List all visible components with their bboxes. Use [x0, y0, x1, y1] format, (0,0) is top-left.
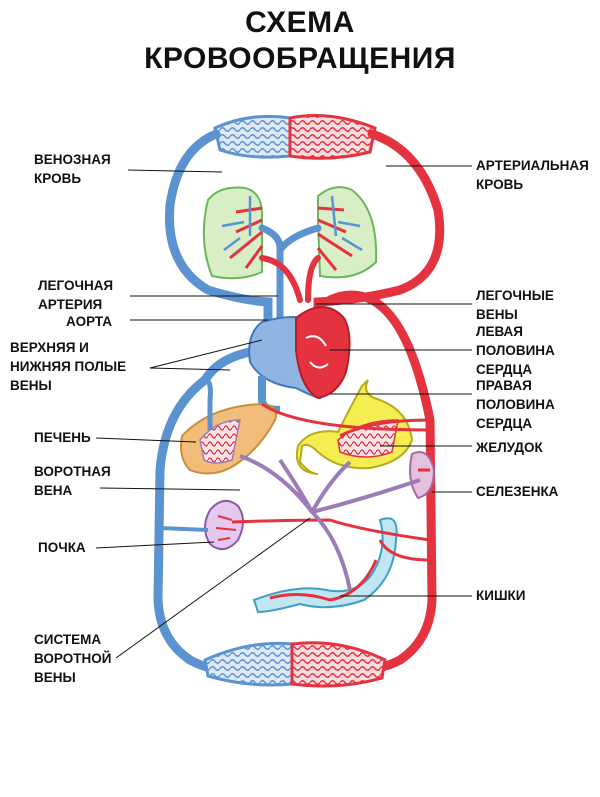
label-portal-system-line-2: ВОРОТНОЙ — [34, 651, 112, 666]
intestines — [252, 517, 398, 614]
diagram-title-line-2: КРОВООБРАЩЕНИЯ — [144, 42, 456, 75]
label-left-heart-line-1: ЛЕВАЯ — [476, 324, 524, 339]
label-venous-blood-line-1: ВЕНОЗНАЯ — [34, 152, 111, 167]
label-venae-cavae-line-1: ВЕРХНЯЯ И — [10, 340, 89, 355]
label-arterial-blood: АРТЕРИАЛЬНАЯ КРОВЬ — [476, 156, 589, 194]
label-portal-vein-line-2: ВЕНА — [34, 483, 73, 498]
pulmonary-veins — [259, 255, 321, 303]
diagram-title-line-1: СХЕМА — [245, 6, 355, 39]
label-kidney-line-1: ПОЧКА — [38, 540, 86, 555]
label-venae-cavae-line-2: НИЖНЯЯ ПОЛЫЕ — [10, 359, 127, 374]
systemic-capillary-bed — [203, 641, 387, 688]
label-venae-cavae-line-3: ВЕНЫ — [10, 378, 52, 393]
label-left-heart-line-3: СЕРДЦА — [476, 362, 533, 377]
label-arterial-blood-line-1: АРТЕРИАЛЬНАЯ — [476, 158, 589, 173]
label-pulmonary-veins-line-1: ЛЕГОЧНЫЕ — [476, 288, 554, 303]
label-liver-line-1: ПЕЧЕНЬ — [34, 430, 91, 445]
label-intestines-line-1: КИШКИ — [476, 588, 526, 603]
label-pulmonary-artery: ЛЕГОЧНАЯ АРТЕРИЯ — [38, 276, 113, 314]
spleen — [409, 451, 436, 500]
label-right-heart-line-2: ПОЛОВИНА — [476, 397, 555, 412]
label-left-heart: ЛЕВАЯ ПОЛОВИНА СЕРДЦА — [476, 322, 555, 379]
label-portal-vein-line-1: ВОРОТНАЯ — [34, 464, 111, 479]
right-lung — [316, 186, 378, 279]
label-spleen-line-1: СЕЛЕЗЕНКА — [476, 484, 559, 499]
label-venae-cavae: ВЕРХНЯЯ И НИЖНЯЯ ПОЛЫЕ ВЕНЫ — [10, 338, 126, 395]
kidney — [204, 499, 244, 551]
label-aorta: АОРТА — [66, 312, 112, 331]
label-pulmonary-veins: ЛЕГОЧНЫЕ ВЕНЫ — [476, 286, 554, 324]
left-lung — [202, 186, 264, 280]
label-pulmonary-artery-line-2: АРТЕРИЯ — [38, 297, 103, 312]
label-pulmonary-artery-line-1: ЛЕГОЧНАЯ — [38, 278, 114, 293]
pulmonary-capillary-bed — [213, 114, 377, 160]
label-arterial-blood-line-2: КРОВЬ — [476, 177, 524, 192]
label-stomach-line-1: ЖЕЛУДОК — [476, 440, 543, 455]
heart — [248, 306, 351, 414]
visceral-arteries — [231, 402, 431, 562]
systemic-venous-loop — [153, 345, 267, 673]
label-liver: ПЕЧЕНЬ — [34, 428, 91, 447]
label-stomach: ЖЕЛУДОК — [476, 438, 543, 457]
label-portal-system-line-1: СИСТЕМА — [34, 632, 102, 647]
label-portal-system: СИСТЕМА ВОРОТНОЙ ВЕНЫ — [34, 630, 111, 687]
label-venous-blood-line-2: КРОВЬ — [34, 171, 82, 186]
label-aorta-line-1: АОРТА — [66, 314, 113, 329]
label-right-heart-line-3: СЕРДЦА — [476, 416, 533, 431]
label-intestines: КИШКИ — [476, 586, 525, 605]
left-heart-half — [295, 306, 351, 400]
label-kidney: ПОЧКА — [38, 538, 86, 557]
label-portal-system-line-3: ВЕНЫ — [34, 670, 76, 685]
pulmonary-artery-trunk — [258, 224, 322, 334]
portal-vein-system — [239, 454, 421, 591]
label-pulmonary-veins-line-2: ВЕНЫ — [476, 307, 518, 322]
label-left-heart-line-2: ПОЛОВИНА — [476, 343, 555, 358]
label-right-heart: ПРАВАЯ ПОЛОВИНА СЕРДЦА — [476, 376, 555, 433]
label-venous-blood: ВЕНОЗНАЯ КРОВЬ — [34, 150, 111, 188]
renal-vein — [159, 526, 209, 532]
label-portal-vein: ВОРОТНАЯ ВЕНА — [34, 462, 111, 500]
leader-lines — [95, 165, 472, 659]
hepatic-vein — [204, 377, 213, 430]
label-right-heart-line-1: ПРАВАЯ — [476, 378, 532, 393]
pulmonary-loop-venous — [164, 129, 273, 335]
label-spleen: СЕЛЕЗЕНКА — [476, 482, 558, 501]
